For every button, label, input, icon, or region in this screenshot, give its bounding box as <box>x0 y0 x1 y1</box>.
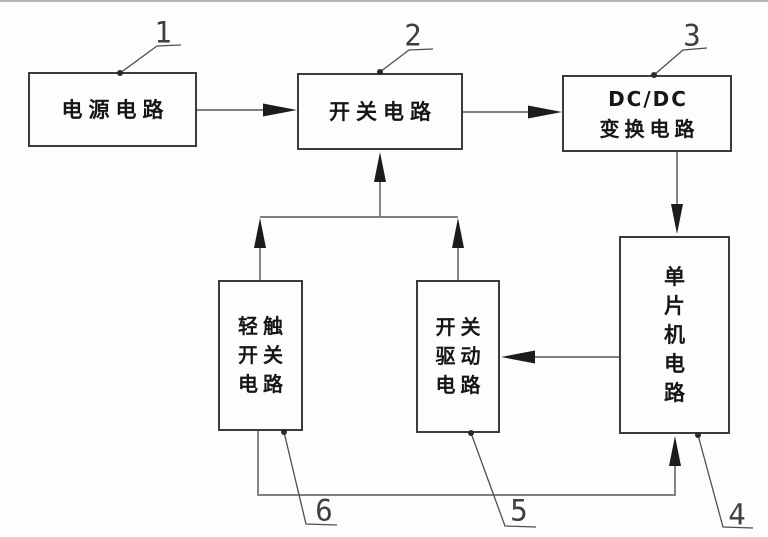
tactile-switch-circuit-block: 轻触 开关 电路 <box>218 280 303 431</box>
callout-number-3: 3 <box>683 18 701 53</box>
arrowhead-feedback-to-mcu <box>669 436 681 466</box>
mcu-circuit-block: 单 片 机 电 路 <box>619 236 730 434</box>
switch-driver-circuit-block: 开关 驱动 电路 <box>416 280 500 433</box>
wire-tactile-to-mcu-feedback <box>257 431 676 496</box>
switch-circuit-label: 开关电路 <box>329 99 437 124</box>
switch-driver-label-line2: 驱动 <box>435 344 486 368</box>
callout-number-2: 2 <box>404 18 422 53</box>
mcu-circuit-label-char: 电 <box>664 351 685 376</box>
dcdc-converter-label-line2: 变换电路 <box>599 116 700 141</box>
dcdc-converter-block: DC/DC 变换电路 <box>562 75 732 152</box>
tactile-switch-label-line3: 电路 <box>238 372 288 396</box>
dcdc-converter-label-line1: DC/DC <box>608 86 688 111</box>
arrowhead-bus-to-switch <box>374 152 386 182</box>
arrowhead-tactile-to-bus <box>254 218 266 248</box>
scan-border-top-line <box>0 0 768 2</box>
power-circuit-label: 电源电路 <box>61 97 170 122</box>
tactile-switch-label-line2: 开关 <box>238 343 288 367</box>
arrowhead-mcu-to-driver <box>501 350 535 364</box>
mcu-circuit-label-char: 路 <box>664 380 685 405</box>
tactile-switch-label-line1: 轻触 <box>238 314 288 338</box>
mcu-circuit-label-char: 单 <box>664 264 685 289</box>
mcu-circuit-label-char: 片 <box>664 293 685 318</box>
callout-number-4: 4 <box>728 497 746 532</box>
arrowhead-switch-to-dcdc <box>528 105 562 119</box>
switch-circuit-block: 开关电路 <box>297 73 463 150</box>
switch-driver-label-line3: 电路 <box>435 373 486 397</box>
switch-driver-label-line1: 开关 <box>435 315 486 339</box>
power-circuit-block: 电源电路 <box>28 72 197 147</box>
callout-number-1: 1 <box>154 15 172 50</box>
arrowhead-driver-to-bus <box>452 218 464 248</box>
callout-number-5: 5 <box>510 493 528 528</box>
arrowhead-dcdc-to-mcu <box>671 204 683 234</box>
leader-line-1 <box>119 44 182 74</box>
mcu-circuit-label-char: 机 <box>664 322 685 347</box>
arrowhead-power-to-switch <box>263 103 297 117</box>
callout-number-6: 6 <box>315 493 333 528</box>
